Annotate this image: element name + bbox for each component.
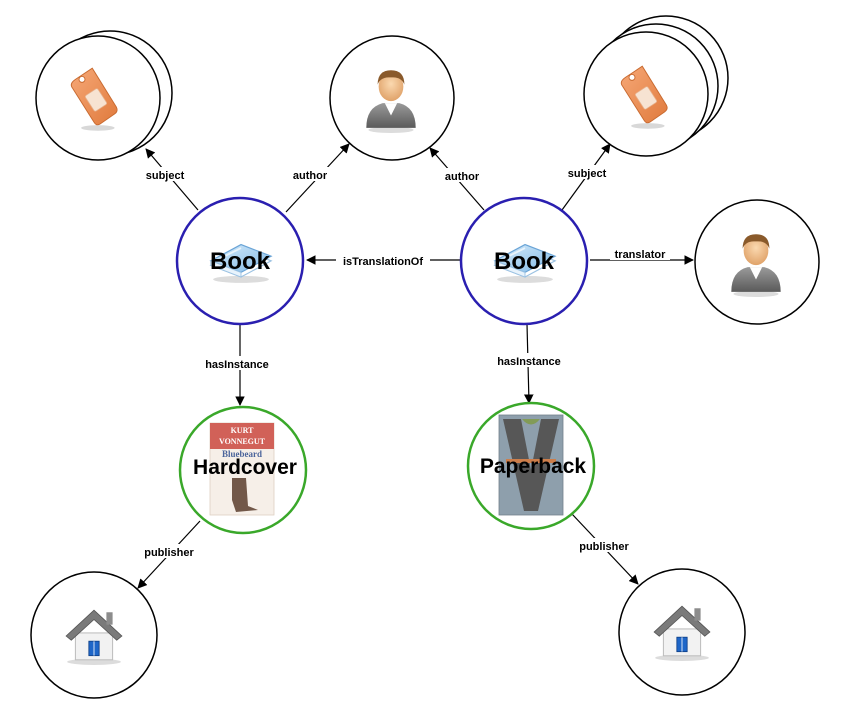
edge-label-has-instance-right: hasInstance	[497, 356, 561, 368]
paperback-node: Paperback	[466, 401, 596, 531]
book-left-label: Book	[210, 248, 271, 275]
edge-label-translator: translator	[615, 249, 666, 261]
book-node-left: Book	[175, 196, 305, 326]
translator-node	[694, 199, 820, 325]
subject-node-right	[583, 15, 729, 157]
publisher-node-right	[618, 568, 746, 696]
hardcover-node: KURT VONNEGUT Bluebeard Hardcover	[178, 405, 308, 535]
cover-author-last: VONNEGUT	[219, 437, 266, 446]
edges: subject author author subject isTranslat…	[137, 143, 694, 589]
edge-label-subject-left: subject	[146, 170, 185, 182]
hardcover-label: Hardcover	[193, 456, 297, 479]
cover-author-first: KURT	[231, 426, 254, 435]
edge-label-author-right: author	[445, 171, 480, 183]
paperback-cover-image	[498, 414, 564, 516]
edge-label-author-left: author	[293, 170, 328, 182]
author-node-left	[329, 35, 455, 161]
cover-title: Bluebeard	[222, 449, 262, 459]
edge-label-is-translation-of: isTranslationOf	[343, 256, 423, 268]
edge-label-publisher-right: publisher	[579, 541, 629, 553]
subject-node-left	[35, 30, 173, 161]
book-right-label: Book	[494, 248, 555, 275]
publisher-node-left	[30, 571, 158, 699]
book-node-right: Book	[459, 196, 589, 326]
edge-label-has-instance-left: hasInstance	[205, 359, 269, 371]
edge-label-subject-right: subject	[568, 168, 607, 180]
hardcover-cover-image: KURT VONNEGUT Bluebeard	[209, 422, 275, 516]
paperback-label: Paperback	[480, 455, 587, 478]
edge-label-publisher-left: publisher	[144, 547, 194, 559]
